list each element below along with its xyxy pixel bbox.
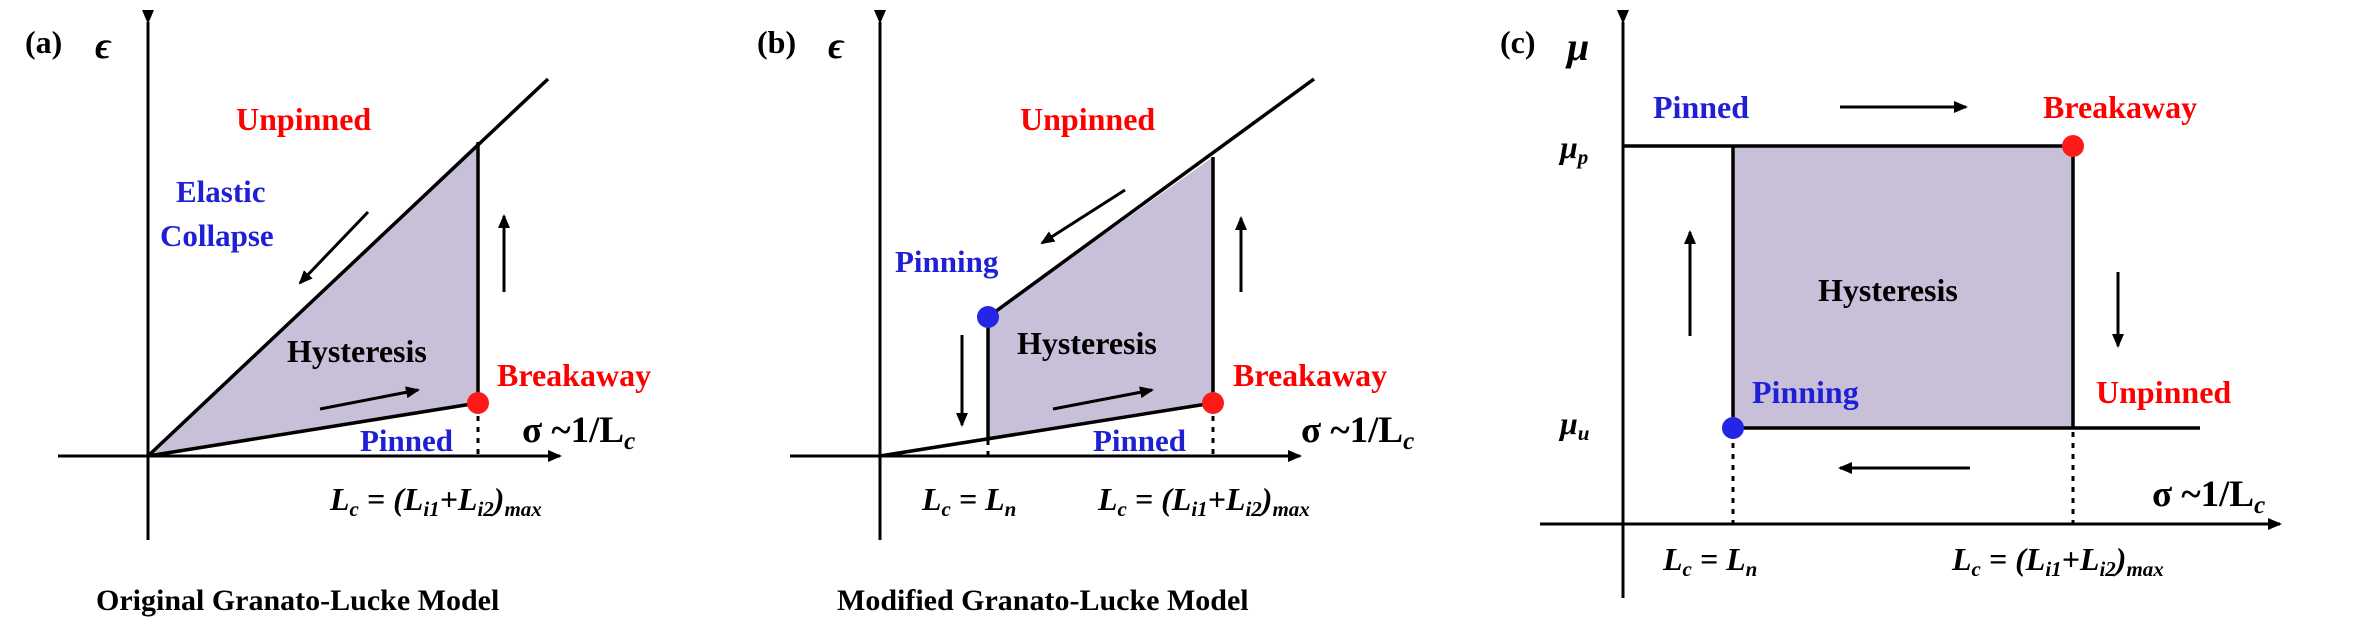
panel-b-breakaway-label: Breakaway xyxy=(1233,357,1387,393)
panel-b-x-axis-label: σ ~1/Lc xyxy=(1301,410,1414,455)
panel-c: (c) μ Pinned Breakaway Hysteresis Pinnin… xyxy=(1500,10,2282,598)
panel-c-hysteresis-label: Hysteresis xyxy=(1818,272,1958,308)
panel-a-pinned-label: Pinned xyxy=(360,423,453,458)
panel-c-hysteresis-region xyxy=(1733,146,2073,428)
panel-c-mu-p-label: μp xyxy=(1558,129,1588,169)
panel-c-pinning-dot xyxy=(1722,417,1744,439)
panel-c-breakaway-label: Breakaway xyxy=(2043,89,2197,125)
panel-b-pinning-dot xyxy=(977,306,999,328)
panel-a-unpinned-line xyxy=(146,77,550,458)
panel-b-hysteresis-label: Hysteresis xyxy=(1017,325,1157,361)
panel-b-letter: (b) xyxy=(757,24,796,60)
panel-a-letter: (a) xyxy=(25,24,62,60)
panel-b-pinned-line xyxy=(879,401,1214,458)
panel-c-pinned-label: Pinned xyxy=(1653,89,1749,125)
panel-a-pinned-line xyxy=(147,401,479,458)
panel-a-arrow-right xyxy=(319,386,420,411)
panel-a-collapse-label: Collapse xyxy=(160,218,274,253)
panel-a-x-axis-label: σ ~1/Lc xyxy=(522,410,635,455)
panel-a-hysteresis-label: Hysteresis xyxy=(287,333,427,369)
panel-b-unpinned-label: Unpinned xyxy=(1020,101,1155,137)
panel-c-y-axis-label: μ xyxy=(1565,24,1589,69)
panel-a-unpinned-label: Unpinned xyxy=(236,101,371,137)
panel-b-lc-label: Lc = (Li1+Li2)max xyxy=(1097,481,1310,521)
panel-b-caption: Modified Granato-Lucke Model xyxy=(837,584,1249,617)
panel-a-lc-label: Lc = (Li1+Li2)max xyxy=(329,481,542,521)
panel-c-pinning-label: Pinning xyxy=(1752,374,1859,410)
panel-c-letter: (c) xyxy=(1500,24,1536,60)
panel-a-breakaway-label: Breakaway xyxy=(497,357,651,393)
panel-a-elastic-label: Elastic xyxy=(176,174,266,209)
panel-a-arrow-down-left xyxy=(298,210,370,285)
panel-b-pinning-label: Pinning xyxy=(895,244,999,279)
panel-b-y-axis-label: ϵ xyxy=(828,25,845,67)
panel-a-y-axis-label: ϵ xyxy=(95,25,112,67)
panel-a: (a) ϵ Unpinned Elastic Collapse Hysteres… xyxy=(25,10,651,617)
panel-c-breakaway-dot xyxy=(2062,135,2084,157)
panel-b-hysteresis-region xyxy=(988,157,1213,438)
panel-c-unpinned-label: Unpinned xyxy=(2096,374,2231,410)
panel-a-caption: Original Granato-Lucke Model xyxy=(96,584,499,617)
panel-c-ln-label: Lc = Ln xyxy=(1662,541,1757,581)
panel-b-ln-label: Lc = Ln xyxy=(921,481,1016,521)
panel-b-arrow-right xyxy=(1052,386,1154,411)
panel-b-pinned-label: Pinned xyxy=(1093,423,1186,458)
panel-b-unpinned-line xyxy=(986,77,1316,319)
panel-c-x-axis-label: σ ~1/Lc xyxy=(2152,474,2265,519)
panel-c-lc-label: Lc = (Li1+Li2)max xyxy=(1951,541,2164,581)
panel-b-breakaway-dot xyxy=(1202,392,1224,414)
panel-c-mu-u-label: μu xyxy=(1558,405,1589,445)
panel-b-arrow-down-left xyxy=(1040,188,1126,245)
panel-b: (b) ϵ Unpinned Pinning Hysteresis Breaka… xyxy=(757,10,1414,617)
panel-a-breakaway-dot xyxy=(467,392,489,414)
